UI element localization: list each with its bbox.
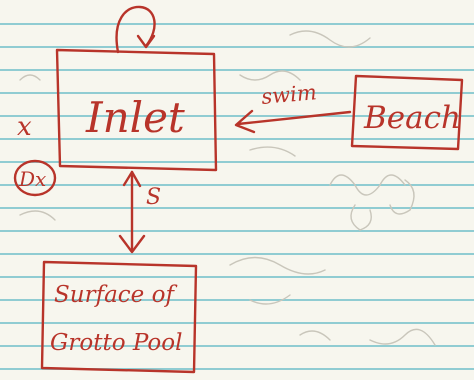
double-arrow-bottom-head <box>118 234 146 254</box>
inlet-label: Inlet <box>85 93 185 142</box>
swim-label: swim <box>260 80 317 109</box>
inlet-box <box>55 48 218 172</box>
surface-label-line1: Surface of <box>54 282 177 308</box>
swim-arrowhead <box>234 109 256 134</box>
dx-circle <box>13 159 57 197</box>
self-loop-arrow <box>115 5 156 54</box>
self-loop-arrowhead <box>136 34 156 49</box>
beach-label: Beach <box>363 100 461 136</box>
surface-box <box>40 260 198 374</box>
swim-arrow <box>236 110 352 126</box>
beach-box <box>350 74 464 151</box>
x-mark: x <box>17 112 32 142</box>
bleed-through-scribbles <box>19 30 436 346</box>
s-label: S <box>146 185 161 210</box>
double-arrow-top-head <box>122 170 142 188</box>
surface-label-line2: Grotto Pool <box>50 330 182 356</box>
dx-label: Dx <box>18 167 46 191</box>
